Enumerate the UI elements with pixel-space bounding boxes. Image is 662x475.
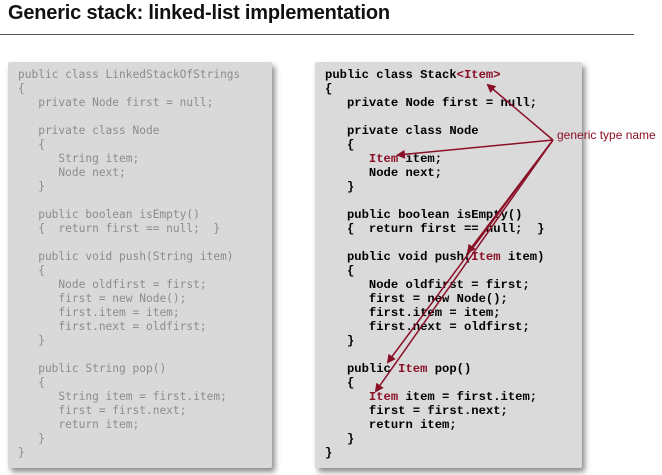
linked-stack-of-strings-code-panel: public class LinkedStackOfStrings{ priva…: [8, 62, 272, 468]
left-code-line: }: [18, 180, 45, 193]
left-code-line: first = new Node();: [18, 292, 187, 305]
code-text: }: [325, 432, 355, 446]
left-code-line: first = first.next;: [18, 404, 187, 417]
generic-type-token: <Item>: [456, 68, 501, 82]
code-text: }: [325, 180, 355, 194]
left-code-line: private Node first = null;: [18, 96, 214, 109]
generic-type-token: Item: [368, 390, 399, 404]
right-code-line: }: [325, 180, 544, 194]
right-code-line: public class Stack<Item>: [325, 68, 544, 82]
code-text: first = first.next;: [325, 404, 508, 418]
left-code-line: public boolean isEmpty(): [18, 208, 200, 221]
right-code-line: public boolean isEmpty(): [325, 208, 544, 222]
arrow-to-node-item-type: [396, 139, 554, 159]
code-text: return item;: [325, 418, 457, 432]
right-code-line: {: [325, 376, 544, 390]
code-text: }: [325, 446, 333, 460]
arrow-to-pop-return-type: [386, 139, 554, 364]
code-text: item;: [398, 152, 443, 166]
code-text: public void push(: [325, 250, 472, 264]
left-code-line: Node next;: [18, 166, 126, 179]
generic-type-annotation: generic type name: [557, 128, 656, 142]
right-code-line: return item;: [325, 418, 544, 432]
linked-stack-of-strings-code: public class LinkedStackOfStrings{ priva…: [18, 68, 240, 460]
generic-type-token: Item: [471, 250, 501, 264]
arrow-to-class-type-parameter: [486, 83, 554, 141]
code-text: {: [325, 138, 355, 152]
left-code-line: {: [18, 376, 45, 389]
left-code-line: return item;: [18, 418, 140, 431]
code-text: { return first == null; }: [325, 222, 545, 236]
left-code-line: Node oldfirst = first;: [18, 278, 207, 291]
left-code-line: first.next = oldfirst;: [18, 320, 207, 333]
right-code-line: Node next;: [325, 166, 544, 180]
generic-stack-code-panel: public class Stack<Item>{ private Node f…: [315, 62, 582, 468]
left-code-line: }: [18, 432, 45, 445]
code-text: Node next;: [325, 166, 443, 180]
right-code-line: }: [325, 432, 544, 446]
right-code-line: first.item = item;: [325, 306, 544, 320]
slide-title: Generic stack: linked-list implementatio…: [8, 2, 390, 24]
right-code-line: {: [325, 138, 544, 152]
left-code-line: {: [18, 138, 45, 151]
code-text: item = first.item;: [398, 390, 538, 404]
right-code-line: }: [325, 334, 544, 348]
left-code-line: private class Node: [18, 124, 160, 137]
generic-stack-code: public class Stack<Item>{ private Node f…: [325, 68, 544, 460]
right-code-line: private class Node: [325, 124, 544, 138]
left-code-line: }: [18, 446, 25, 459]
right-code-line: { return first == null; }: [325, 222, 544, 236]
right-code-line: Item item;: [325, 152, 544, 166]
left-code-line: }: [18, 334, 45, 347]
code-text: public: [325, 362, 399, 376]
right-code-line: }: [325, 446, 544, 460]
left-code-line: public String pop(): [18, 362, 167, 375]
left-code-line: {: [18, 82, 25, 95]
code-text: pop(): [427, 362, 472, 376]
left-code-line: public class LinkedStackOfStrings: [18, 68, 241, 81]
left-code-line: String item = first.item;: [18, 390, 227, 403]
right-code-line: first = first.next;: [325, 404, 544, 418]
code-text: {: [325, 376, 355, 390]
code-text: public boolean isEmpty(): [325, 208, 523, 222]
left-code-line: {: [18, 264, 45, 277]
code-text: {: [325, 264, 355, 278]
left-code-line: String item;: [18, 152, 140, 165]
right-code-line: first = new Node();: [325, 292, 544, 306]
code-text: private Node first = null;: [325, 96, 538, 110]
code-text: }: [325, 334, 355, 348]
generic-type-token: Item: [398, 362, 428, 376]
left-code-line: { return first == null; }: [18, 222, 221, 235]
right-code-line: Node oldfirst = first;: [325, 278, 544, 292]
right-code-line: {: [325, 82, 544, 96]
arrow-to-pop-local-type: [374, 139, 554, 393]
left-code-line: first.item = item;: [18, 306, 180, 319]
generic-type-token: Item: [368, 152, 399, 166]
code-text: first.item = item;: [325, 306, 501, 320]
right-code-line: Item item = first.item;: [325, 390, 544, 404]
right-code-line: public void push(Item item): [325, 250, 545, 264]
code-text: first = new Node();: [325, 292, 508, 306]
code-text: private class Node: [325, 124, 479, 138]
right-code-line: private Node first = null;: [325, 96, 544, 110]
code-text: public class Stack: [325, 68, 457, 82]
code-text: Node oldfirst = first;: [325, 278, 530, 292]
right-code-line: {: [325, 264, 544, 278]
code-text: {: [325, 82, 333, 96]
right-code-line: public Item pop(): [325, 362, 544, 376]
title-divider: [0, 34, 634, 35]
left-code-line: public void push(String item): [18, 250, 234, 263]
code-text: item): [500, 250, 545, 264]
